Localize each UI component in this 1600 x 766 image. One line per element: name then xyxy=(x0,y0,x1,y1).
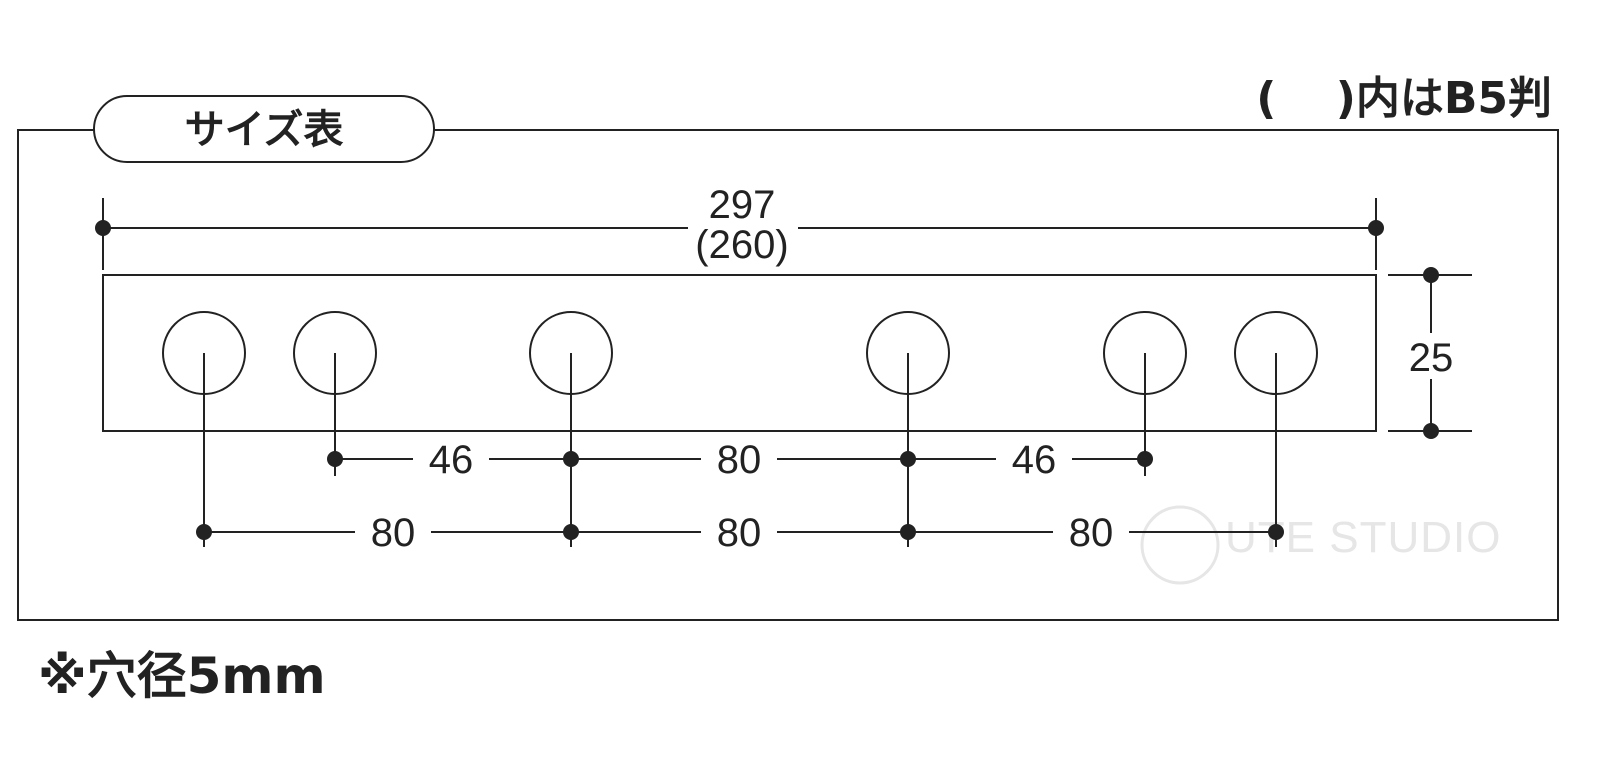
top-row-label-2: 80 xyxy=(717,438,762,482)
hole-diameter-note: ※穴径5mm xyxy=(38,647,326,705)
bottom-row-dot-3 xyxy=(900,524,916,540)
overall-width-label: 297 xyxy=(709,183,776,227)
top-row-label-3-bg xyxy=(996,436,1072,482)
overall-width-dot-left xyxy=(95,220,111,236)
bottom-row-label-1: 80 xyxy=(371,511,416,555)
board-outline xyxy=(102,274,1377,432)
top-row-label-2-bg xyxy=(701,436,777,482)
size-table-label: サイズ表 xyxy=(185,107,344,153)
top-row-dot-4 xyxy=(1137,451,1153,467)
bottom-row-label-2: 80 xyxy=(717,511,762,555)
watermark-text: UTE STUDIO xyxy=(1225,513,1501,562)
overall-width-b5-label: (260) xyxy=(695,223,788,267)
size-table-tab xyxy=(93,95,435,163)
bottom-row-label-3-bg xyxy=(1053,509,1129,555)
top-row-dot-1 xyxy=(327,451,343,467)
bottom-row-dot-1 xyxy=(196,524,212,540)
watermark: UTE STUDIO xyxy=(1140,505,1501,585)
b5-note: ( )内はB5判 xyxy=(1256,73,1552,124)
watermark-logo-icon xyxy=(1140,505,1220,585)
bottom-row-label-3: 80 xyxy=(1069,511,1114,555)
bottom-row-label-2-bg xyxy=(701,509,777,555)
height-label: 25 xyxy=(1409,336,1454,380)
bottom-row-label-1-bg xyxy=(355,509,431,555)
top-row-dot-2 xyxy=(563,451,579,467)
height-dot-bottom xyxy=(1423,423,1439,439)
overall-width-dot-right xyxy=(1368,220,1384,236)
top-row-dot-3 xyxy=(900,451,916,467)
height-label-bg xyxy=(1402,333,1460,379)
top-row-label-3: 46 xyxy=(1012,438,1057,482)
bottom-row-dot-2 xyxy=(563,524,579,540)
overall-width-label-bg xyxy=(688,185,798,265)
top-row-label-1-bg xyxy=(413,436,489,482)
height-dot-top xyxy=(1423,267,1439,283)
top-row-label-1: 46 xyxy=(429,438,474,482)
bottom-row-dot-4 xyxy=(1268,524,1284,540)
outer-frame xyxy=(17,129,1559,621)
